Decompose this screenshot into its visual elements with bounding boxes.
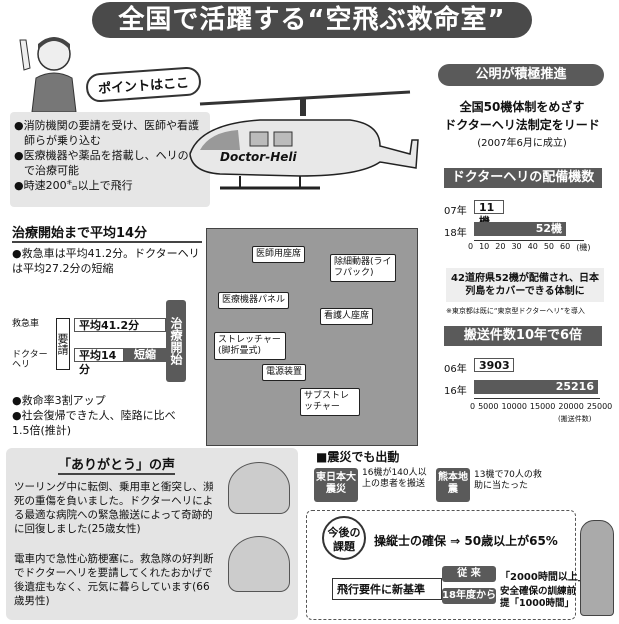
chart2-bar-1: 25216: [474, 380, 598, 394]
chart1-cat-0: 07年: [444, 206, 467, 217]
cabin-label-defib: 除細動器(ライフパック): [330, 254, 396, 282]
chart2-axis: [474, 398, 600, 399]
deploy-note: 42道府県52機が配備され、日本列島をカバーできる体制に: [446, 268, 604, 302]
treatment-note: ●救急車は平均41.2分。ドクターヘリは平均27.2分の短縮: [12, 247, 200, 275]
cabin-label-doctor-seat: 医師用座席: [252, 246, 306, 263]
treatment-heading: 治療開始まで平均14分: [12, 222, 202, 243]
public-line2: ドクターヘリ法制定をリード: [444, 118, 600, 132]
treatment-start-box: 治療開始: [166, 300, 186, 382]
issues-label: 今後の課題: [322, 516, 366, 560]
issues-after-tag: 18年度から: [442, 588, 496, 604]
disaster-heading: ■震災でも出動: [316, 450, 400, 464]
chart2-title: 搬送件数10年で6倍: [444, 326, 602, 346]
disaster-tag-1: 東日本大震災: [314, 468, 358, 502]
chart1-axis: [474, 240, 584, 241]
heli-label: ドクターヘリ: [12, 350, 48, 370]
issues-before-tag: 従 来: [442, 566, 496, 582]
cabin-label-sub-stretcher: サブストレッチャー: [300, 388, 360, 416]
tick-label: (機): [576, 243, 591, 252]
chart1-bar-1: 52機: [474, 222, 566, 236]
chart1-cat-1: 18年: [444, 228, 467, 239]
tick-label: 15000: [529, 402, 556, 411]
tick-label: 10000: [501, 402, 527, 411]
tick-label: 5000: [478, 402, 499, 411]
disaster-text-2: 13機で70人の救助に当たった: [474, 470, 542, 491]
tick-label: 30: [511, 242, 522, 251]
disaster-text-1: 16機が140人以上の患者を搬送: [362, 468, 427, 489]
tick-label: 40: [527, 242, 538, 251]
woman-illustration: [228, 462, 290, 514]
public-line1: 全国50機体制をめざす: [459, 100, 585, 114]
tick-label: 20000: [558, 402, 584, 411]
thanks-heading: 「ありがとう」の声: [58, 454, 176, 475]
chart1-title: ドクターヘリの配備機数: [444, 168, 602, 188]
tick-label: 0: [470, 402, 476, 411]
chart1-bar-0: 11機: [474, 200, 504, 228]
public-header: 公明が積極推進: [438, 64, 604, 86]
pilot-illustration: [580, 520, 614, 616]
heli-logo-text: Doctor-Heli: [220, 150, 297, 164]
cabin-label-stretcher: ストレッチャー(脚折畳式): [214, 332, 286, 360]
thanks-voice-1: ツーリング中に転倒、乗用車と衝突し、瀕死の重傷を負いました。ドクターヘリによる最…: [14, 481, 214, 535]
man-illustration: [228, 536, 290, 592]
tokyo-note: ※東京都は既に“東京型ドクターヘリ”を導入: [446, 307, 585, 315]
thanks-voice-2: 電車内で急性心筋梗塞に。救急隊の好判断でドクターヘリを要請してくれたおかげで後遺…: [14, 553, 214, 607]
request-box: 要請: [56, 318, 70, 370]
chart2-ticks: 0 5000 10000 15000 20000 25000: [470, 402, 613, 411]
tick-label: 60: [560, 242, 571, 251]
shorten-label: 短縮: [124, 348, 166, 362]
cabin-label-power: 電源装置: [262, 364, 307, 381]
point-item: ●消防機関の要請を受け、医師や看護師らが乗り込む: [14, 119, 200, 147]
issues-criteria: 飛行要件に新基準: [332, 578, 442, 600]
chart2-unit: (搬送件数): [558, 415, 592, 423]
tick-label: 0: [468, 242, 474, 251]
disaster-tag-2: 熊本地震: [436, 468, 470, 502]
helicopter-illustration: Doctor-Heli: [180, 84, 420, 204]
tick-label: 20: [495, 242, 506, 251]
points-box: ●消防機関の要請を受け、医師や看護師らが乗り込む ●医療機器や薬品を搭載し、ヘリ…: [10, 112, 210, 207]
chart2-cat-1: 16年: [444, 386, 467, 397]
chart1-ticks: 0 10 20 30 40 50 60 (機): [468, 242, 608, 253]
point-item: ●医療機器や薬品を搭載し、ヘリの中で治療可能: [14, 149, 200, 177]
tick-label: 10: [479, 242, 490, 251]
result-item: ●社会復帰できた人、陸路に比べ1.5倍(推計): [12, 409, 176, 437]
chart2-cat-0: 06年: [444, 364, 467, 375]
page-title: 全国で活躍する“空飛ぶ救命室”: [92, 2, 532, 38]
cabin-label-panel: 医療機器パネル: [218, 292, 290, 309]
issues-after: 安全確保の訓練前提「1000時間」: [500, 586, 577, 609]
point-item: ●時速200㌔以上で飛行: [14, 179, 133, 192]
result-item: ●救命率3割アップ: [12, 394, 106, 407]
tick-label: 25000: [586, 402, 613, 411]
ambulance-label: 救急車: [12, 319, 40, 329]
heli-time-bar: 平均14分: [74, 348, 124, 376]
guide-illustration: [14, 30, 84, 113]
public-date: (2007年6月に成立): [477, 138, 567, 149]
cabin-label-nurse-seat: 看護人座席: [320, 308, 374, 325]
ambulance-time-bar: 平均41.2分: [74, 318, 166, 332]
issues-before: 「2000時間以上」: [500, 572, 588, 583]
tick-label: 50: [543, 242, 555, 251]
chart2-bar-0: 3903: [474, 358, 514, 372]
issues-box: [306, 510, 576, 620]
issues-pilot: 操縦士の確保 ⇒ 50歳以上が65%: [374, 534, 558, 548]
